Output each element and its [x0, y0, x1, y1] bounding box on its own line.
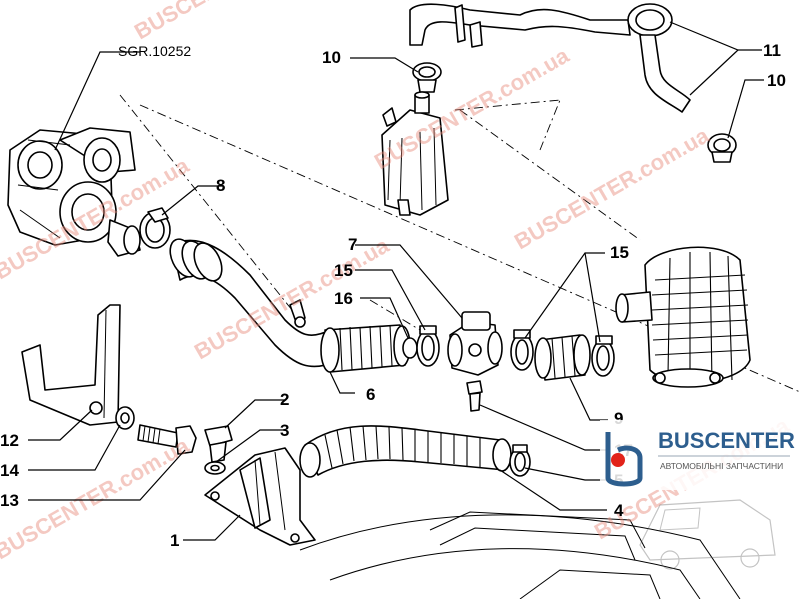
callout-4: 4	[614, 501, 624, 520]
oil-separator	[381, 91, 449, 216]
turbocharger	[7, 127, 141, 257]
watermark-4: BUSCENTER.com.ua	[510, 122, 714, 254]
callout-8: 8	[216, 176, 225, 195]
logo-tagline: АВТОМОБІЛЬНІ ЗАПЧАСТИНИ	[660, 461, 783, 471]
air-flow-meter-7	[447, 311, 503, 376]
clamp-15-center	[510, 329, 534, 371]
air-filter-housing	[615, 246, 751, 388]
callout-15-left: 15	[334, 261, 353, 280]
callout-14: 14	[0, 461, 19, 480]
callout-7: 7	[348, 235, 357, 254]
washer-14	[115, 406, 135, 430]
callout-6: 6	[366, 385, 375, 404]
clamp-15-right	[591, 335, 615, 377]
reference-code: SGR.10252	[118, 43, 191, 59]
callout-16: 16	[334, 289, 353, 308]
logo-backdrop	[600, 420, 798, 490]
construction-lines	[119, 94, 800, 393]
bolt-2	[204, 425, 233, 463]
callout-12: 12	[0, 431, 19, 450]
callout-9: 9	[614, 409, 623, 428]
vehicle-body-panel	[299, 511, 741, 599]
logo-mark-icon	[605, 432, 643, 487]
watermark-1: BUSCENTER.com.ua	[130, 0, 334, 44]
watermark-5: BUSCENTER.com.ua	[0, 432, 194, 564]
seal-ring-16	[402, 337, 418, 359]
bolt-17	[466, 380, 483, 412]
breather-hose-11	[409, 3, 691, 113]
bolt-13	[137, 424, 197, 455]
callout-10-top-left: 10	[322, 48, 341, 67]
buscenter-logo: BUSCENTER АВТОМОБІЛЬНІ ЗАПЧАСТИНИ	[600, 420, 798, 490]
clamp-5	[509, 444, 531, 477]
callout-15-right: 15	[610, 243, 629, 262]
clamp-15-left	[416, 325, 440, 367]
callout-10-right: 10	[767, 71, 786, 90]
hose-9	[534, 334, 591, 381]
bracket-12	[21, 304, 121, 426]
callout-13: 13	[0, 491, 19, 510]
support-bracket-1	[204, 447, 316, 546]
logo-dot-icon	[611, 453, 625, 467]
nut-3	[204, 461, 226, 475]
van-icon	[639, 499, 776, 570]
clamp-8	[139, 207, 171, 249]
callout-2: 2	[280, 390, 289, 409]
watermark-6: BUSCENTER.com.ua	[370, 42, 574, 174]
callout-3: 3	[280, 421, 289, 440]
callout-1: 1	[170, 531, 179, 550]
callout-11: 11	[763, 41, 781, 60]
hose-4	[299, 425, 512, 478]
logo-name: BUSCENTER	[658, 428, 795, 453]
clamp-10-right	[707, 133, 737, 163]
leader-lines	[28, 21, 764, 541]
hose-16-bellows	[320, 324, 411, 373]
clamp-10-left	[412, 62, 442, 93]
